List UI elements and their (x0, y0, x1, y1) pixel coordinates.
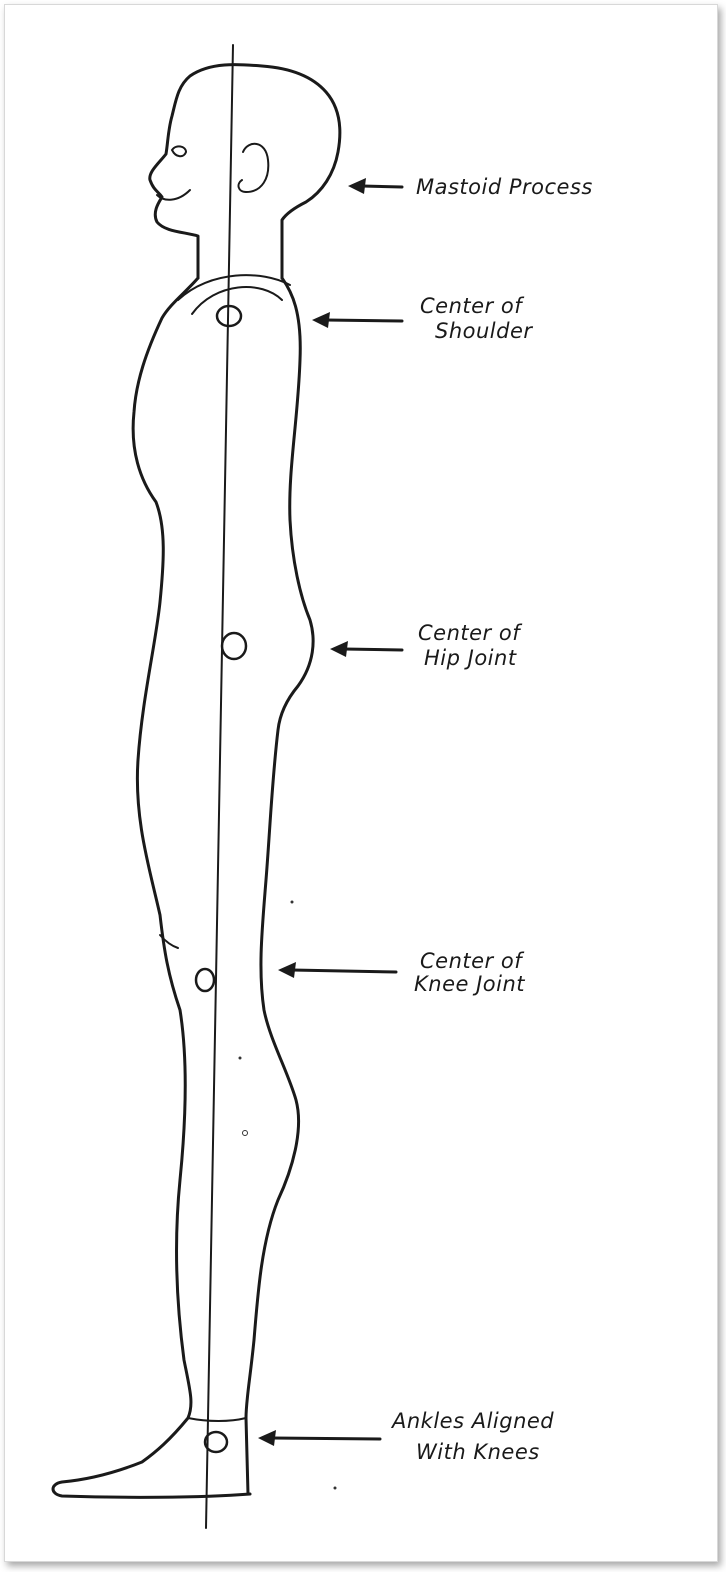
hip-joint-marker (222, 633, 246, 659)
ankle-label-line-2: With Knees (416, 1440, 540, 1464)
knee-label-line-2: Knee Joint (414, 972, 525, 996)
knee-joint-marker (196, 969, 214, 991)
print-dot (291, 901, 294, 904)
print-dot (334, 1487, 337, 1490)
mastoid-arrow (348, 178, 402, 194)
ear (239, 144, 269, 192)
front-body-outline (53, 278, 250, 1497)
shoulder-label-line-2: Shoulder (435, 319, 533, 343)
print-dot (239, 1057, 242, 1060)
hip-label-line-1: Center of (418, 621, 523, 645)
back-body-outline (246, 278, 313, 1494)
mastoid-process-label: Mastoid Process (416, 175, 593, 199)
hip-arrow (330, 641, 402, 657)
shoulder-label-line-1: Center of (420, 294, 525, 318)
hip-label-line-2: Hip Joint (424, 646, 517, 670)
knee-arrow (278, 962, 396, 978)
head-outline (150, 65, 340, 278)
ankle-band (188, 1418, 246, 1421)
plumb-line (206, 45, 233, 1528)
shoulder-arrow (312, 312, 402, 328)
ankle-arrow (258, 1430, 380, 1446)
print-dot (243, 1131, 248, 1136)
ankle-label-line-1: Ankles Aligned (390, 1409, 554, 1433)
eye (172, 146, 186, 156)
knee-label-line-1: Center of (420, 949, 525, 973)
